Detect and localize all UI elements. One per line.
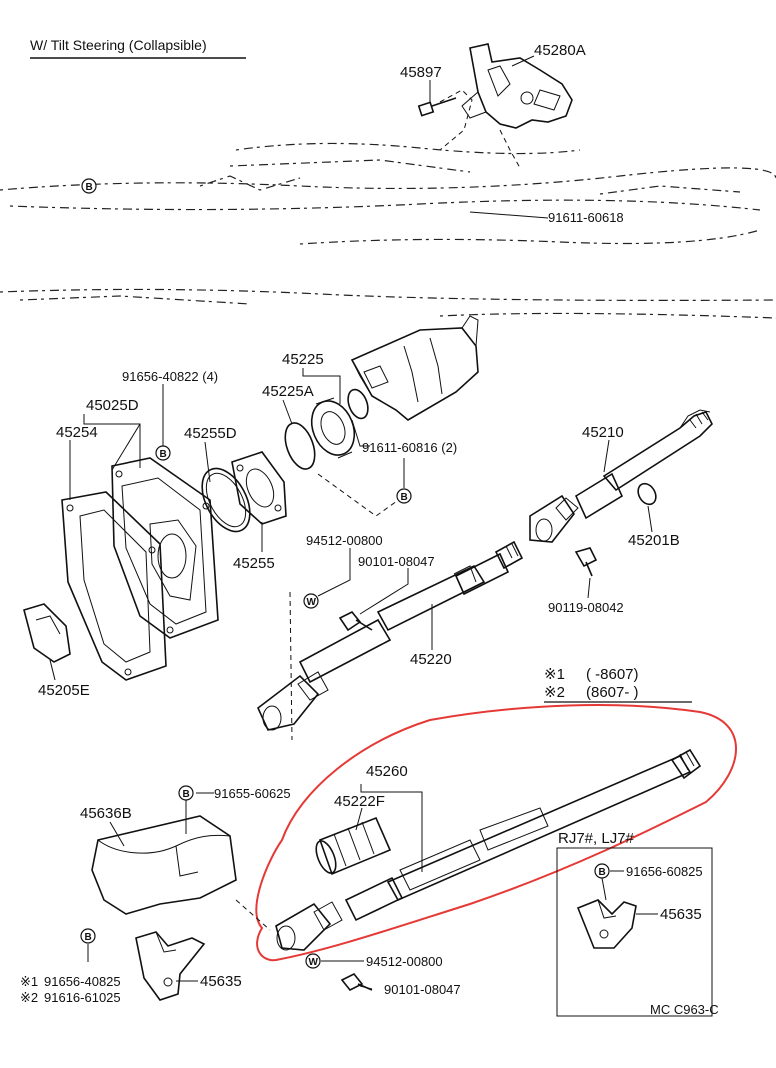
- label-45255D: 45255D: [184, 425, 237, 442]
- bolt-note-mark-1: ※1: [20, 974, 38, 989]
- lower-shaft-45260: [275, 748, 702, 951]
- figure-code: MC C963-C: [650, 1002, 719, 1017]
- label-94512-00800-upper: 94512-00800: [306, 533, 383, 548]
- washer-badge-lower: W: [305, 953, 321, 969]
- svg-text:W: W: [307, 597, 317, 608]
- label-45222F: 45222F: [334, 793, 385, 810]
- label-45255: 45255: [233, 555, 275, 572]
- label-45025D: 45025D: [86, 397, 139, 414]
- boot-45222F: [315, 816, 392, 876]
- label-91611-60618: 91611-60618: [548, 210, 624, 225]
- svg-text:B: B: [599, 867, 606, 878]
- bolt-note-part-2: 91616-61025: [44, 990, 121, 1005]
- label-45205E: 45205E: [38, 682, 90, 699]
- bolt-badge-91611-60816: B: [396, 488, 412, 504]
- intermediate-shaft-45220: [257, 540, 524, 731]
- boot-cover-45025D: [111, 457, 219, 639]
- label-90119-08042: 90119-08042: [548, 600, 624, 615]
- snap-ring-45201B: [637, 482, 657, 506]
- bolt-90119-08042: [574, 547, 598, 577]
- o-ring-45225A: [284, 422, 316, 470]
- snap-ring-upper: [347, 388, 369, 420]
- seal-45255D: [201, 467, 251, 533]
- svg-text:B: B: [160, 449, 167, 460]
- bolt-badge-91656-40822: B: [155, 445, 171, 461]
- bolt-note-mark-2: ※2: [20, 990, 38, 1005]
- bolt-45897: [417, 97, 457, 117]
- label-45254: 45254: [56, 424, 98, 441]
- cover-45636B: [91, 815, 237, 915]
- highlight-outline: [255, 704, 737, 962]
- variant-box: [556, 847, 713, 1017]
- svg-text:B: B: [86, 182, 93, 193]
- label-94512-00800-lower: 94512-00800: [366, 954, 443, 969]
- label-45280A: 45280A: [534, 42, 586, 59]
- diagram-title: W/ Tilt Steering (Collapsible): [30, 37, 207, 53]
- svg-text:B: B: [183, 789, 190, 800]
- label-45636B: 45636B: [80, 805, 132, 822]
- label-variant: RJ7#, LJ7#: [558, 830, 635, 847]
- bolt-90101-08047-upper: [338, 610, 373, 632]
- bearing-45225: [310, 397, 356, 459]
- bolt-badge-scan: B: [81, 178, 97, 194]
- label-45635-left: 45635: [200, 973, 242, 990]
- label-91656-40822: 91656-40822 (4): [122, 369, 218, 384]
- leader-lines: [49, 55, 658, 990]
- bolt-note-part-1: 91656-40825: [44, 974, 121, 989]
- washer-badge-upper: W: [303, 593, 319, 609]
- label-45225: 45225: [282, 351, 324, 368]
- bolt-badge-lower-left: B: [80, 928, 96, 944]
- label-45225A: 45225A: [262, 383, 314, 400]
- label-91656-60825: 91656-60825: [626, 864, 703, 879]
- note-range-2: (8607- ): [586, 684, 639, 701]
- bolt-badge-91656-60825: B: [594, 863, 610, 879]
- main-shaft-45210: [529, 409, 713, 543]
- plate-45254: [61, 491, 167, 681]
- svg-text:W: W: [309, 957, 319, 968]
- column-bracket-45280A: [461, 43, 573, 129]
- holder-45255: [231, 451, 287, 525]
- label-45635-right: 45635: [660, 906, 702, 923]
- label-45260: 45260: [366, 763, 408, 780]
- label-90101-08047-upper: 90101-08047: [358, 554, 435, 569]
- label-45210: 45210: [582, 424, 624, 441]
- label-45220: 45220: [410, 651, 452, 668]
- label-91655-60625: 91655-60625: [214, 786, 291, 801]
- label-91611-60816: 91611-60816 (2): [362, 440, 457, 455]
- note-range-1: ( -8607): [586, 666, 639, 683]
- bolt-badge-91655-60625: B: [178, 785, 194, 801]
- label-45897: 45897: [400, 64, 442, 81]
- note-mark-2: ※2: [544, 684, 565, 701]
- distorted-scan-band: [0, 142, 776, 319]
- column-tube-upper: [350, 315, 479, 421]
- note-mark-1: ※1: [544, 666, 565, 683]
- bracket-45635-left: [135, 931, 206, 1001]
- svg-text:B: B: [85, 932, 92, 943]
- gasket-45205E: [23, 603, 71, 663]
- svg-text:B: B: [401, 492, 408, 503]
- label-90101-08047-lower: 90101-08047: [384, 982, 461, 997]
- label-45201B: 45201B: [628, 532, 680, 549]
